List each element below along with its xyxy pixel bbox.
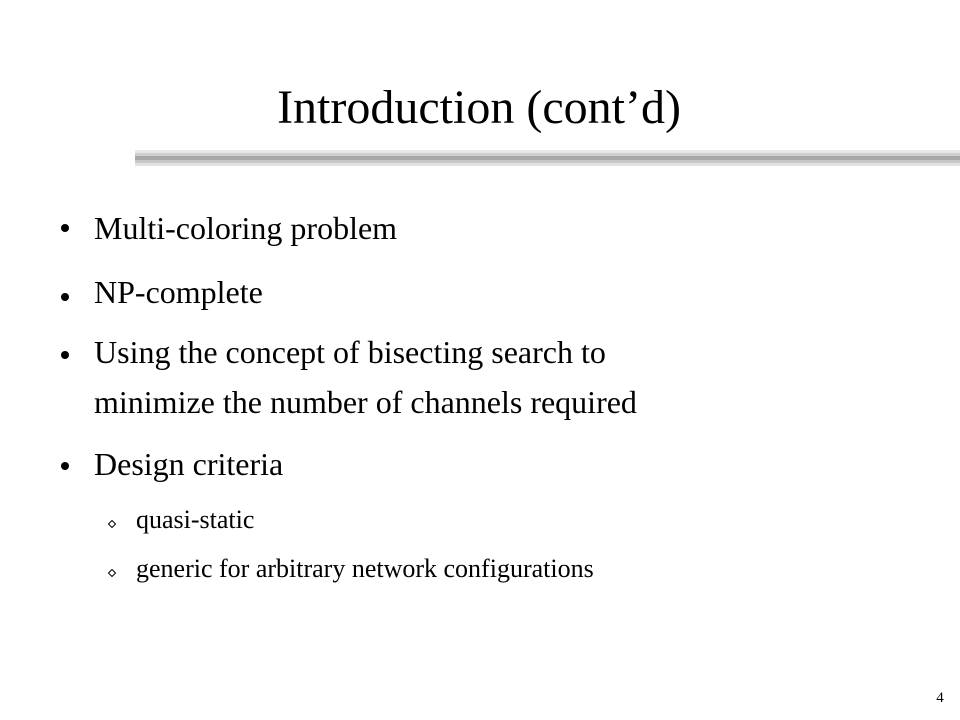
bullet-text-continuation: minimize the number of channels required <box>94 384 637 420</box>
bullet-dot-icon <box>61 224 69 232</box>
slide-title: Introduction (cont’d) <box>277 81 681 134</box>
page-number: 4 <box>936 690 944 706</box>
sub-bullet-diamond-icon <box>108 569 116 577</box>
bullet-dot-icon <box>61 293 69 301</box>
bullet-dot-icon <box>61 351 69 359</box>
sub-bullet-text: quasi-static <box>136 505 255 534</box>
bullet-dot-icon <box>61 462 69 470</box>
sub-bullet-diamond-icon <box>108 520 116 528</box>
bullet-text: NP-complete <box>94 274 263 310</box>
title-divider <box>135 150 960 170</box>
bullet-text: Design criteria <box>94 446 284 482</box>
sub-bullet-text: generic for arbitrary network configurat… <box>136 554 594 583</box>
bullet-text: Multi-coloring problem <box>94 210 398 246</box>
bullet-text: Using the concept of bisecting search to <box>94 334 606 370</box>
